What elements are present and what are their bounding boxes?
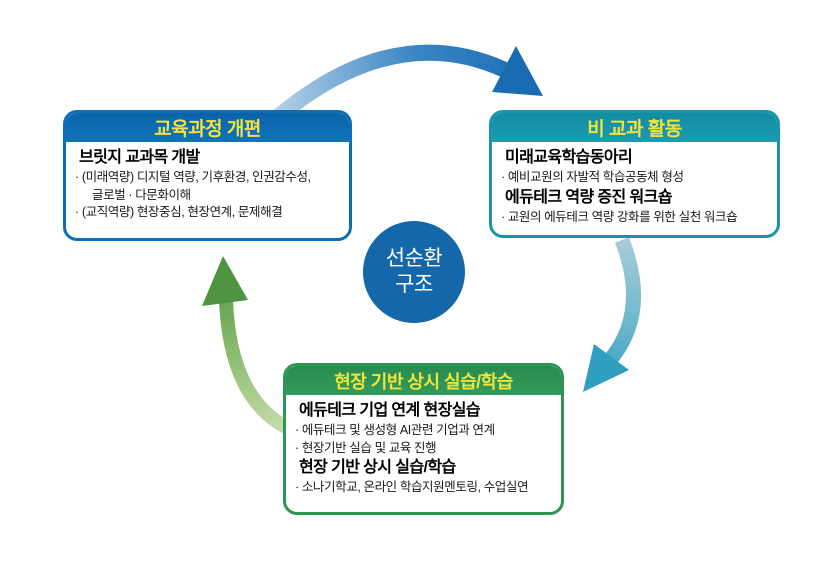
arrow-field-to-curriculum: [202, 256, 296, 437]
body-bullet-continuation: 글로벌 · 다문화이해: [92, 187, 191, 202]
card-curriculum-reform-title: 교육과정 개편: [66, 113, 349, 142]
card-extracurricular-body: 미래교육학습동아리 · 예비교원의 자발적 학습공동체 형성 에듀테크 역량 증…: [492, 142, 777, 226]
card-field-practice-body: 에듀테크 기업 연계 현장실습 · 에듀테크 및 생성형 AI관련 기업과 연계…: [286, 395, 561, 497]
arrow-extracurricular-to-field: [583, 237, 642, 392]
body-heading: 에듀테크 기업 연계 현장실습: [299, 402, 481, 419]
card-curriculum-reform: 교육과정 개편 브릿지 교과목 개발 · (미래역량) 디지털 역량, 기후환경…: [63, 110, 352, 241]
body-heading: 미래교육학습동아리: [505, 149, 633, 166]
body-bullet: · 예비교원의 자발적 학습공동체 형성: [501, 170, 684, 184]
body-bullet: · 에듀테크 및 생성형 AI관련 기업과 연계: [295, 423, 495, 437]
circle-label-line2: 구조: [395, 273, 433, 296]
body-bullet: · (교직역량) 현장중심, 현장연계, 문제해결: [75, 205, 283, 219]
body-bullet: · (미래역량) 디지털 역량, 기후환경, 인권감수성,: [75, 170, 311, 184]
circle-label-line1: 선순환: [385, 246, 443, 270]
card-field-practice-title: 현장 기반 상시 실습/학습: [286, 366, 561, 395]
card-curriculum-reform-body: 브릿지 교과목 개발 · (미래역량) 디지털 역량, 기후환경, 인권감수성,…: [66, 142, 349, 222]
body-bullet: · 교원의 에듀테크 역량 강화를 위한 실천 워크숍: [501, 209, 738, 224]
body-bullet: · 현장기반 실습 및 교육 진행: [295, 440, 437, 455]
body-heading: 에듀테크 역량 증진 워크숍: [505, 188, 672, 206]
body-heading: 브릿지 교과목 개발: [79, 149, 200, 166]
card-field-practice: 현장 기반 상시 실습/학습 에듀테크 기업 연계 현장실습 · 에듀테크 및 …: [283, 363, 564, 515]
body-bullet: · 소나기학교, 온라인 학습지원멘토링, 수업실연: [295, 480, 529, 494]
card-extracurricular-title: 비 교과 활동: [492, 113, 777, 142]
arrow-curriculum-to-extracurricular: [264, 44, 543, 130]
virtuous-cycle-circle: 선순환 구조: [363, 221, 465, 323]
card-extracurricular: 비 교과 활동 미래교육학습동아리 · 예비교원의 자발적 학습공동체 형성 에…: [489, 110, 780, 238]
body-heading: 현장 기반 상시 실습/학습: [299, 459, 456, 476]
